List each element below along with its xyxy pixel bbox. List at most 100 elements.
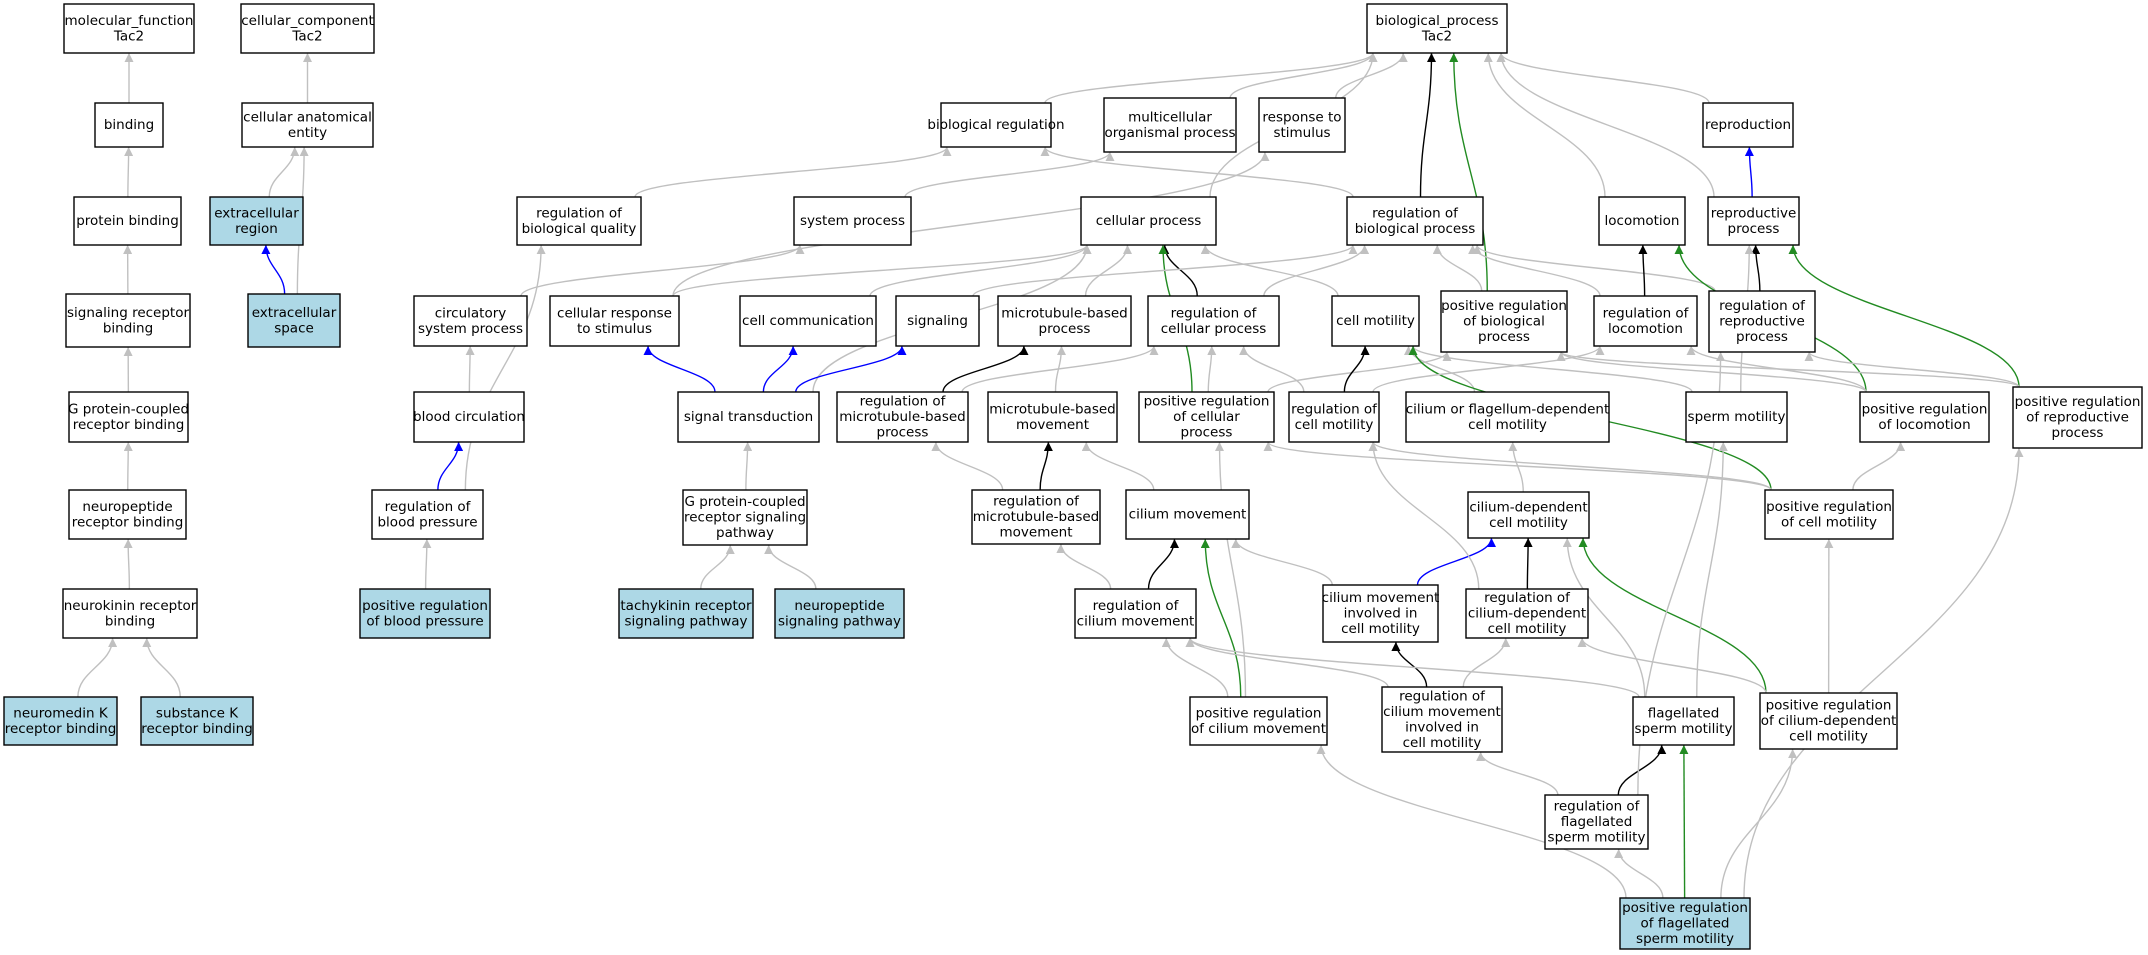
term-node-pbind[interactable]: protein binding bbox=[73, 196, 182, 246]
term-node-signaling[interactable]: signaling bbox=[895, 295, 980, 347]
term-label-line: protein binding bbox=[76, 213, 179, 229]
term-box bbox=[1759, 692, 1898, 750]
edge-prcmov-to-rcmov bbox=[1161, 637, 1229, 698]
edge-line bbox=[1638, 244, 1648, 297]
edge-sigt-to-signaling bbox=[795, 345, 907, 393]
term-node-cmov[interactable]: cilium movement bbox=[1125, 489, 1250, 540]
term-label-line: process bbox=[1039, 321, 1091, 337]
term-node-binding[interactable]: binding bbox=[94, 102, 164, 148]
term-node-breg[interactable]: biological regulation bbox=[927, 102, 1065, 148]
edge-nprb-to-gpcrb bbox=[123, 441, 133, 491]
term-box bbox=[1632, 696, 1735, 746]
term-label-line: cellular process bbox=[1096, 213, 1202, 229]
edge-rbp-to-bp bbox=[1419, 52, 1436, 198]
term-node-ccomm[interactable]: cell communication bbox=[739, 295, 877, 347]
term-node-spmot[interactable]: sperm motility bbox=[1685, 391, 1788, 443]
term-label-line: regulation of bbox=[1372, 205, 1459, 221]
edge-rfsm-to-fsm bbox=[1617, 744, 1667, 796]
edge-prcdcm-to-rcdcm bbox=[1577, 637, 1767, 694]
edge-line bbox=[124, 146, 134, 198]
term-label-line: circulatory bbox=[435, 305, 507, 321]
edge-prcdcm-to-cdcm bbox=[1578, 537, 1767, 694]
term-box bbox=[2012, 386, 2143, 449]
edge-line bbox=[1462, 637, 1511, 688]
edge-line bbox=[1215, 441, 1247, 698]
term-label-line: regulation of bbox=[993, 494, 1080, 510]
term-box bbox=[62, 588, 198, 639]
term-node-repro[interactable]: reproduction bbox=[1702, 102, 1794, 148]
edge-line bbox=[1239, 345, 1305, 393]
term-label-line: positive regulation bbox=[1622, 900, 1748, 916]
term-box bbox=[987, 391, 1118, 443]
term-box bbox=[359, 588, 491, 639]
term-label-line: positive regulation bbox=[1196, 705, 1322, 721]
edge-line bbox=[1578, 537, 1767, 694]
term-label-line: of cell motility bbox=[1781, 514, 1877, 530]
term-node-cmot[interactable]: cell motility bbox=[1331, 295, 1420, 347]
term-label-line: Tac2 bbox=[291, 28, 322, 44]
edge-layer bbox=[77, 52, 2024, 899]
term-node-bcirc[interactable]: blood circulation bbox=[413, 391, 525, 443]
term-node-cellp[interactable]: cellular process bbox=[1080, 196, 1217, 246]
term-box bbox=[240, 3, 375, 54]
term-box bbox=[1381, 686, 1503, 753]
term-node-sigt[interactable]: signal transduction bbox=[677, 391, 820, 443]
term-label-line: regulation of bbox=[1719, 298, 1806, 314]
term-label-line: process bbox=[877, 425, 929, 441]
edge-line bbox=[1408, 345, 1693, 393]
term-node-loco[interactable]: locomotion bbox=[1598, 196, 1686, 246]
edge-sigt-to-ccomm bbox=[762, 345, 798, 393]
term-box bbox=[247, 293, 341, 348]
edge-line bbox=[1231, 538, 1333, 586]
term-node-sysp[interactable]: system process bbox=[793, 196, 912, 246]
